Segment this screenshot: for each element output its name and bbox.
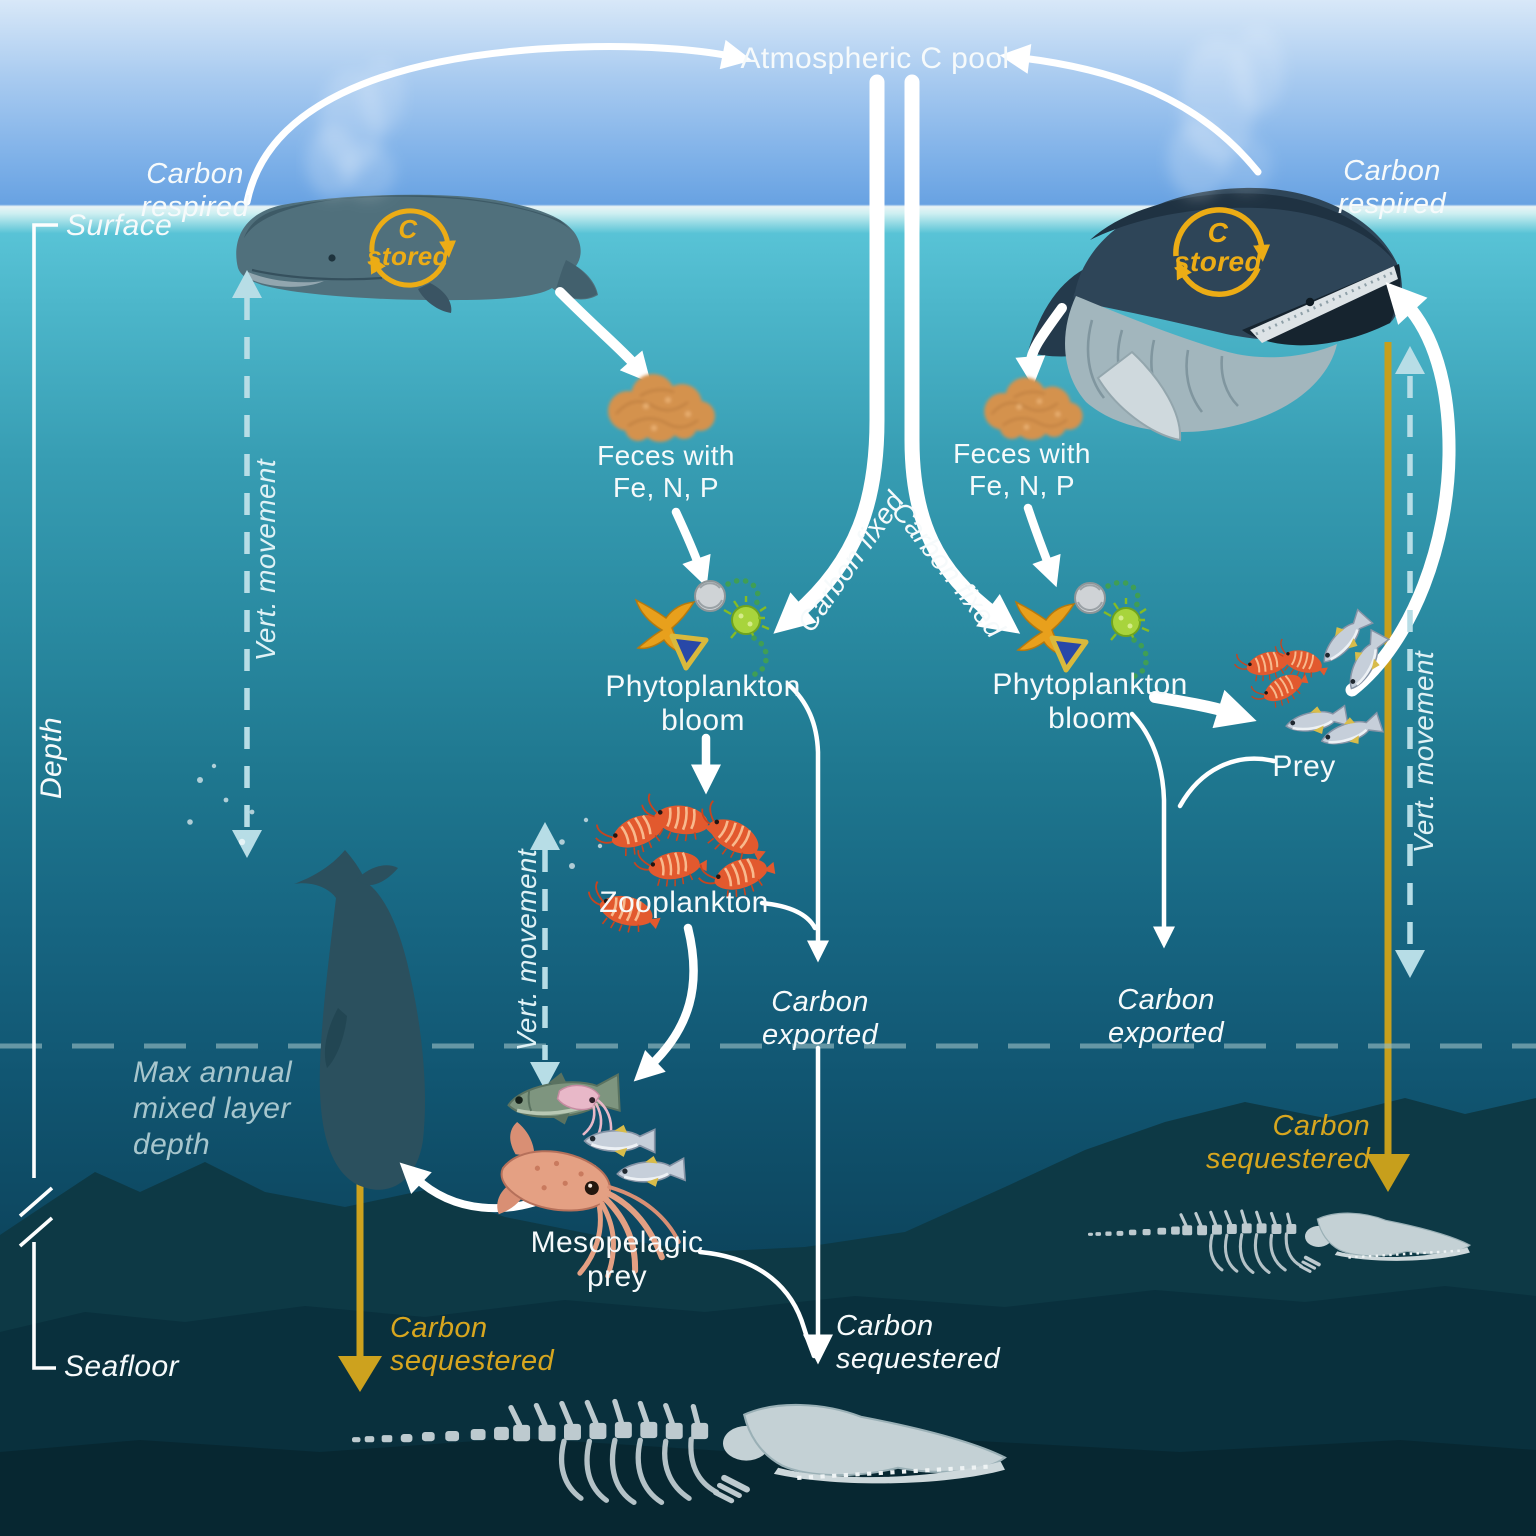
sperm-whale-illustration — [236, 194, 598, 313]
carbon-exported-line-right — [1129, 711, 1175, 949]
whale-to-feces-arrow-right — [1015, 303, 1067, 387]
zooplankton-to-mesopelagic-arrow — [633, 923, 698, 1082]
label-vert-movement-center: Vert. movement — [511, 848, 543, 1052]
vertical-movement-lines — [232, 270, 1425, 1090]
feces-to-bloom-arrow-left — [671, 507, 711, 588]
label-max-mixed-layer-depth: Max annual mixed layer depth — [133, 1056, 293, 1161]
label-mesopelagic-prey: Mesopelagic prey — [530, 1226, 704, 1294]
label-phytoplankton-right: Phytoplankton bloom — [992, 668, 1188, 736]
carbon-sequestered-arrow-right — [1366, 342, 1410, 1192]
carbon-sequestered-arrow-left — [338, 1172, 382, 1392]
phytoplankton-cluster-right — [1016, 582, 1149, 677]
prey-to-whale-arrow — [1345, 282, 1456, 697]
humpback-whale-illustration — [1028, 187, 1402, 442]
c-stored-cycle-left — [369, 208, 457, 288]
whale-to-feces-arrow-left — [555, 287, 651, 383]
label-vert-movement-left: Vert. movement — [250, 458, 282, 662]
label-carbon-sequestered-right: Carbon sequestered — [1205, 1110, 1370, 1176]
mesopelagic-connector — [697, 1249, 817, 1359]
label-carbon-sequestered-left: Carbon sequestered — [390, 1312, 555, 1378]
bloom-to-prey-arrow — [1149, 689, 1257, 729]
diving-sperm-whale-illustration — [294, 850, 426, 1190]
respired-arrow-right — [999, 44, 1262, 176]
feces-to-bloom-arrow-right — [1023, 503, 1061, 588]
c-stored-cycle-right — [1173, 207, 1271, 297]
zooplankton-connector — [759, 900, 818, 931]
label-c-stored-right: C stored — [1174, 217, 1262, 278]
carbon-exported-line-center — [785, 681, 829, 963]
label-feces-left: Feces with Fe, N, P — [597, 440, 735, 503]
label-seafloor: Seafloor — [64, 1350, 179, 1383]
label-zooplankton: Zooplankton — [599, 886, 769, 919]
carbon-fixed-arrow-left — [773, 74, 885, 634]
feces-plume-left — [608, 374, 715, 442]
depth-axis — [18, 223, 58, 1370]
respired-arrow-left — [243, 39, 753, 206]
label-depth: Depth — [34, 716, 68, 800]
label-vert-movement-right: Vert. movement — [1408, 650, 1440, 854]
feces-plume-right — [984, 377, 1082, 440]
label-carbon-exported-right: Carbon exported — [1107, 984, 1225, 1050]
label-carbon-respired-left: Carbon respired — [141, 158, 249, 224]
label-surface: Surface — [66, 209, 173, 242]
prey-connector — [1177, 756, 1277, 809]
label-c-stored-left: C stored — [367, 214, 449, 272]
label-phytoplankton-left: Phytoplankton bloom — [605, 670, 801, 738]
flow-arrows — [243, 39, 1456, 1365]
label-carbon-respired-right: Carbon respired — [1338, 155, 1446, 221]
phytoplankton-cluster-left — [636, 580, 769, 675]
label-atmospheric-c-pool: Atmospheric C pool — [740, 42, 1010, 75]
label-prey: Prey — [1272, 750, 1336, 783]
whale-blow-spray-left — [306, 58, 404, 200]
whale-blow-spray-right — [1168, 26, 1284, 200]
carbon-fixed-arrow-right — [904, 74, 1021, 634]
label-carbon-exported-center: Carbon exported — [761, 986, 879, 1052]
bubbles — [187, 763, 603, 869]
label-feces-right: Feces with Fe, N, P — [953, 438, 1091, 501]
label-carbon-sequestered-bottom: Carbon sequestered — [836, 1310, 1001, 1376]
